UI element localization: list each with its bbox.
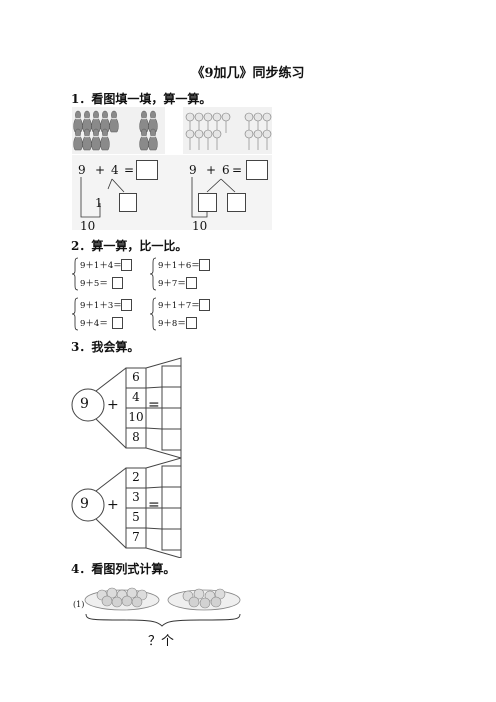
fan-1-addend-4: 8 [132,430,140,444]
q1-left-plus: + [95,163,106,177]
q1-left-split-value: 1 [95,196,103,210]
brace-group-2 [150,257,157,291]
fan-2-addend-1: 2 [132,470,140,484]
fan-1-plus: + [107,397,119,413]
plate-icon [84,587,160,611]
fan-2-addend-3: 5 [132,510,140,524]
fan-2-plus: + [107,497,119,513]
group-2-top-expr: 9＋1＋6＝ [158,261,200,271]
group-3-top-box[interactable] [121,299,132,311]
group-2-top-box[interactable] [199,259,210,271]
fan-2-addend-2: 3 [132,490,140,504]
apple-picture [183,107,272,154]
plate-icon [167,588,241,611]
q1-left-addend-b: 4 [111,163,119,177]
q1-right-answer-box[interactable] [246,160,268,180]
q1-right-decomposition-lines [191,177,236,218]
fan-1-equals: = [148,397,160,413]
question-4-label: 4．看图列式计算。 [71,562,176,576]
q1-right-split-box-2[interactable] [227,193,246,212]
q1-right-split-box-1[interactable] [198,193,217,212]
q1-work-area [72,155,272,230]
fan-diagram-1 [71,357,182,458]
fan-1-addend-1: 6 [132,370,140,384]
group-3-bottom-box[interactable] [112,317,123,329]
q1-right-ten: 10 [192,219,208,233]
q4-subpart-label: (1) [73,600,85,609]
q1-right-plus: + [206,163,217,177]
brace-group-4 [150,297,157,331]
group-2-bottom-expr: 9＋7＝ [158,279,186,289]
group-4-top-box[interactable] [199,299,210,311]
brace-group-1 [72,257,79,291]
q1-left-split-box[interactable] [119,193,137,212]
group-4-bottom-expr: 9＋8＝ [158,319,186,329]
q1-left-addend-a: 9 [78,163,86,177]
group-1-top-box[interactable] [121,259,132,271]
q1-left-equals: = [124,163,135,177]
fan-2-addend-4: 7 [132,530,140,544]
q1-left-decomposition-lines [80,177,125,218]
q1-right-addend-a: 9 [189,163,197,177]
group-4-top-expr: 9＋1＋7＝ [158,301,200,311]
bowling-picture [72,107,165,154]
brace-group-3 [72,297,79,331]
q1-left-answer-box[interactable] [136,160,158,180]
group-1-bottom-box[interactable] [112,277,123,289]
q4-plates-picture [84,587,241,627]
q1-right-addend-b: 6 [222,163,230,177]
group-1-bottom-expr: 9＋5＝ [80,279,108,289]
fan-2-equals: = [148,497,160,513]
fan-2-base: 9 [80,496,89,512]
fan-1-addend-2: 4 [132,390,140,404]
group-1-top-expr: 9＋1＋4＝ [80,261,122,271]
question-2-label: 2．算一算，比一比。 [71,239,188,253]
group-3-top-expr: 9＋1＋3＝ [80,301,122,311]
fan-diagram-2 [71,457,182,558]
question-1-label: 1．看图填一填，算一算。 [71,92,212,106]
q1-right-equals: = [232,163,243,177]
q4-question-text: ？个 [148,634,175,649]
page-title: 《9加几》同步练习 [191,66,305,81]
group-4-bottom-box[interactable] [186,317,197,329]
q1-left-ten: 10 [80,219,96,233]
group-2-bottom-box[interactable] [186,277,197,289]
question-3-label: 3．我会算。 [71,340,140,354]
bowling-pin-icon [73,110,158,151]
fan-1-base: 9 [80,396,89,412]
apple-icon [185,112,272,151]
group-3-bottom-expr: 9＋4＝ [80,319,108,329]
fan-1-addend-3: 10 [128,410,144,424]
